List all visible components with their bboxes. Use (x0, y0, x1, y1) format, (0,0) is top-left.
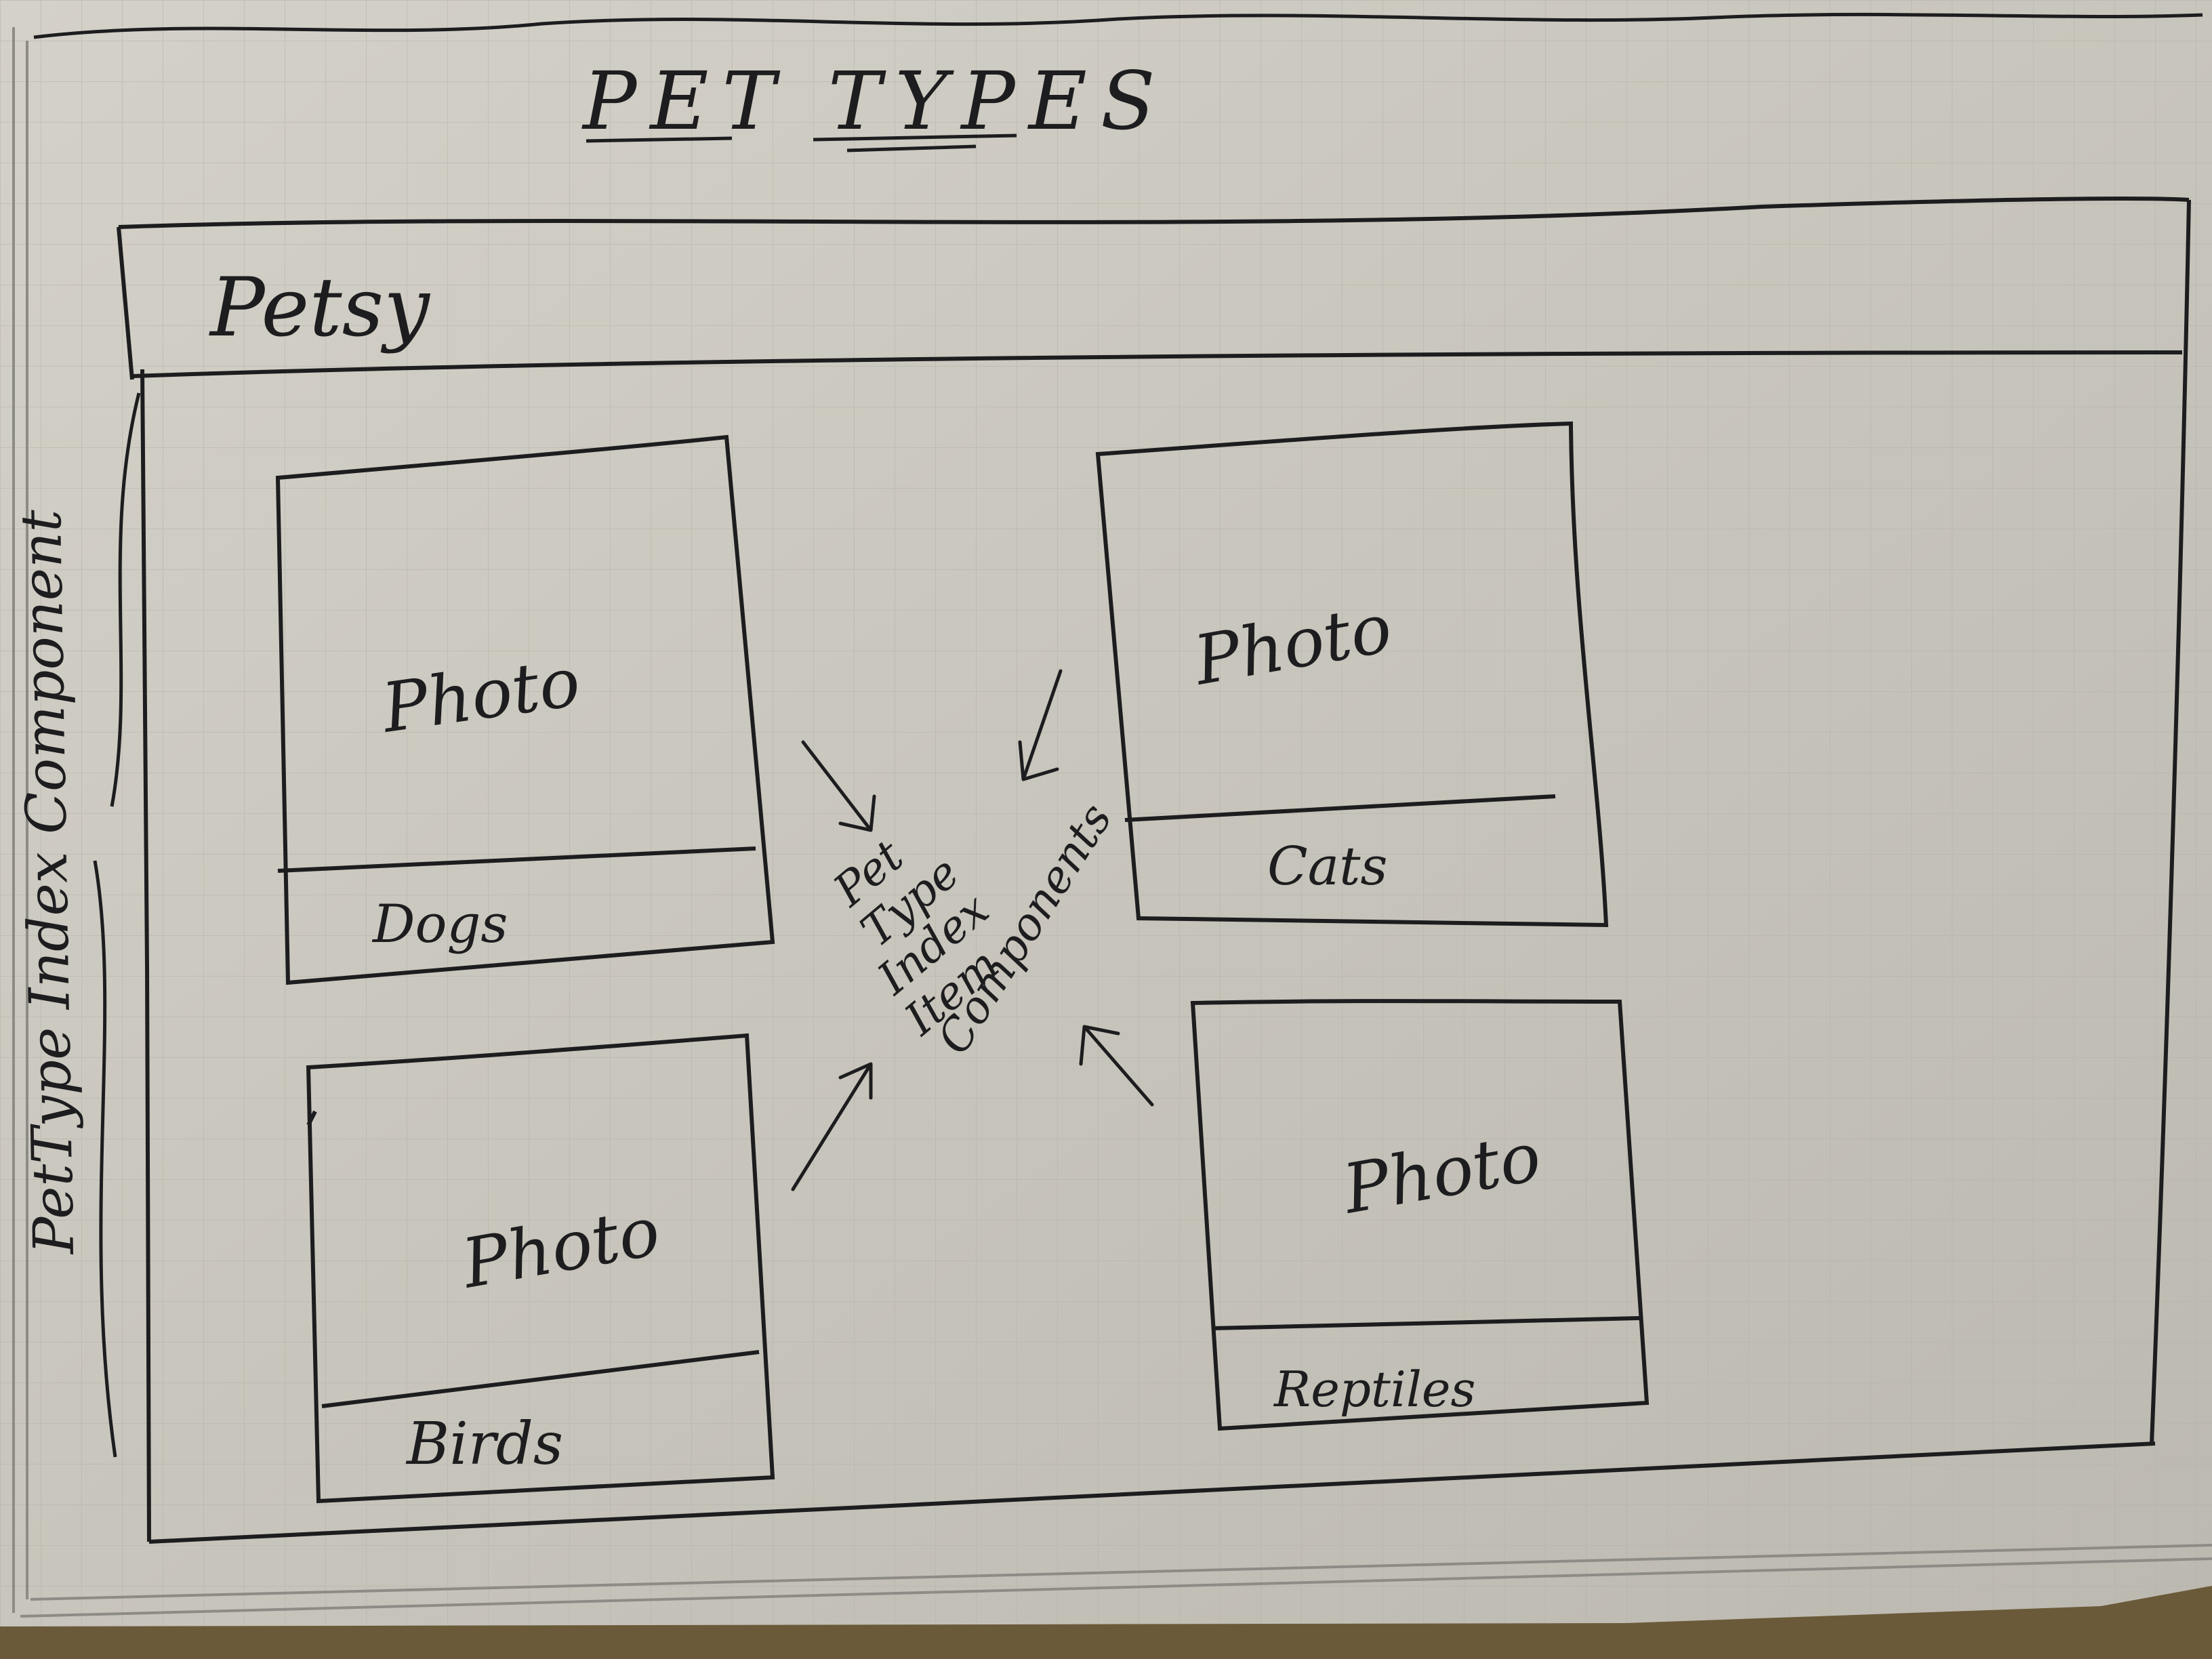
notebook-frame (12, 27, 2212, 1618)
card-caption-dogs: Dogs (371, 894, 508, 955)
arrow-icon (801, 740, 876, 832)
card-caption-cats: Cats (1267, 836, 1388, 897)
pet-card-reptiles[interactable] (1190, 999, 1650, 1431)
page-container (117, 197, 2191, 1544)
app-name: Petsy (209, 261, 431, 355)
page-title: PET TYPES (581, 54, 1169, 148)
container-label: PetType Index Component (9, 508, 87, 1256)
pet-card-birds[interactable] (306, 1033, 775, 1504)
arrow-icon (1079, 1025, 1154, 1107)
container-bracket (93, 392, 141, 1458)
pet-card-dogs[interactable] (275, 434, 775, 985)
card-caption-reptiles: Reptiles (1273, 1361, 1475, 1418)
top-wavy-line (33, 12, 2203, 39)
card-caption-birds: Birds (405, 1410, 563, 1478)
arrow-icon (791, 1062, 873, 1191)
arrow-icon (1018, 669, 1063, 781)
title-underline (586, 134, 1017, 152)
pet-card-cats[interactable] (1095, 421, 1609, 928)
